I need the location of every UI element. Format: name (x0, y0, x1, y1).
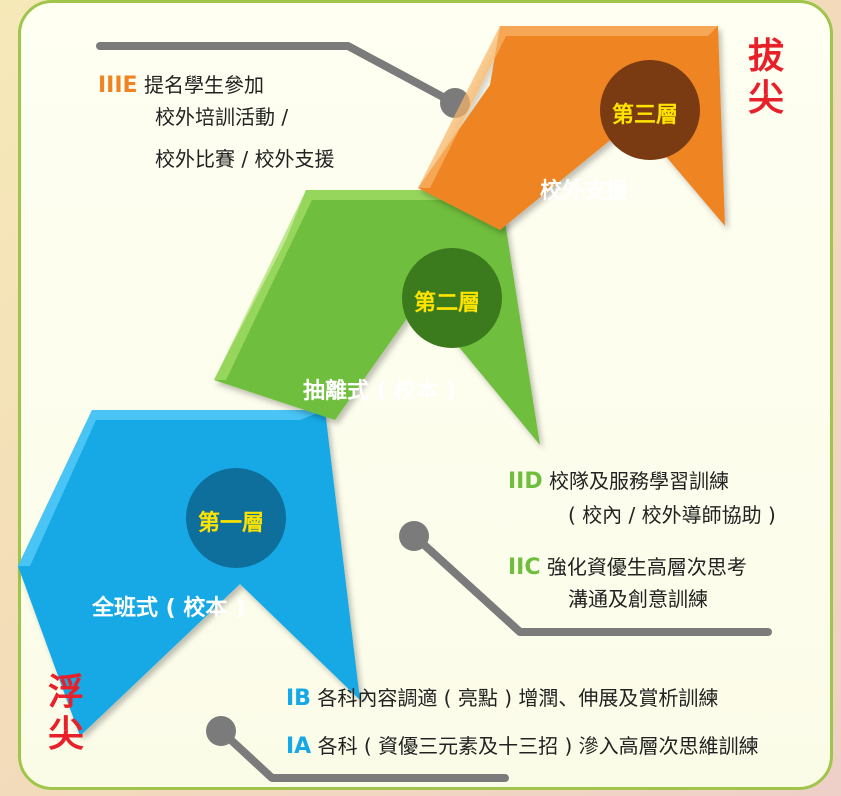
note-iiie-line-2: 校外培訓活動 / (155, 105, 289, 129)
note-ib-text: 各科內容調適 ( 亮點 ) 增潤、伸展及賞析訓練 (317, 686, 719, 710)
tier-2-label: 抽離式 ( 校本 ) (303, 379, 457, 404)
note-iic-code: IIC (508, 555, 541, 580)
note-ia-code: IA (286, 734, 312, 759)
tier-3-badge (600, 60, 700, 160)
note-iic: IIC 強化資優生高層次思考 (508, 552, 747, 583)
tier-2-badge (402, 248, 502, 348)
note-ia-text: 各科 ( 資優三元素及十三招 ) 滲入高層次思維訓練 (317, 734, 759, 758)
note-ib: IB 各科內容調適 ( 亮點 ) 增潤、伸展及賞析訓練 (286, 683, 718, 714)
note-ib-code: IB (286, 686, 311, 711)
note-ia: IA 各科 ( 資優三元素及十三招 ) 滲入高層次思維訓練 (286, 731, 759, 762)
connector-iid (406, 528, 772, 636)
tier-1-badge-text: 第一層 (198, 511, 265, 536)
connector-dot-ia (206, 716, 236, 746)
note-iid-code: IID (508, 469, 543, 494)
side-label-bottom: 浮尖 (48, 672, 85, 755)
connector-dot-iid (399, 521, 429, 551)
note-iiie: IIIE 提名學生參加 (98, 70, 264, 101)
note-iiie-line-1: 提名學生參加 (143, 73, 264, 97)
note-iid: IID 校隊及服務學習訓練 (508, 466, 729, 497)
connector-lines (96, 42, 772, 782)
note-iic-line-1: 強化資優生高層次思考 (546, 555, 747, 579)
note-iiie-code: IIIE (98, 73, 138, 98)
note-iic-line-2: 溝通及創意訓練 (568, 587, 708, 611)
tier-2-badge-text: 第二層 (414, 291, 481, 316)
tier-3-label: 校外支援 (540, 179, 629, 204)
tier-3-badge-text: 第三層 (612, 103, 679, 128)
note-iid-line-2: ( 校內 / 校外導師協助 ) (568, 503, 776, 527)
tier-1-label: 全班式 ( 校本 ) (92, 596, 246, 621)
connector-ia (214, 724, 509, 782)
note-iiie-line-3: 校外比賽 / 校外支援 (155, 147, 335, 171)
connector-iiie (96, 42, 460, 108)
side-label-top: 拔尖 (748, 36, 785, 119)
tier-1-badge (186, 468, 286, 568)
note-iid-line-1: 校隊及服務學習訓練 (549, 469, 729, 493)
